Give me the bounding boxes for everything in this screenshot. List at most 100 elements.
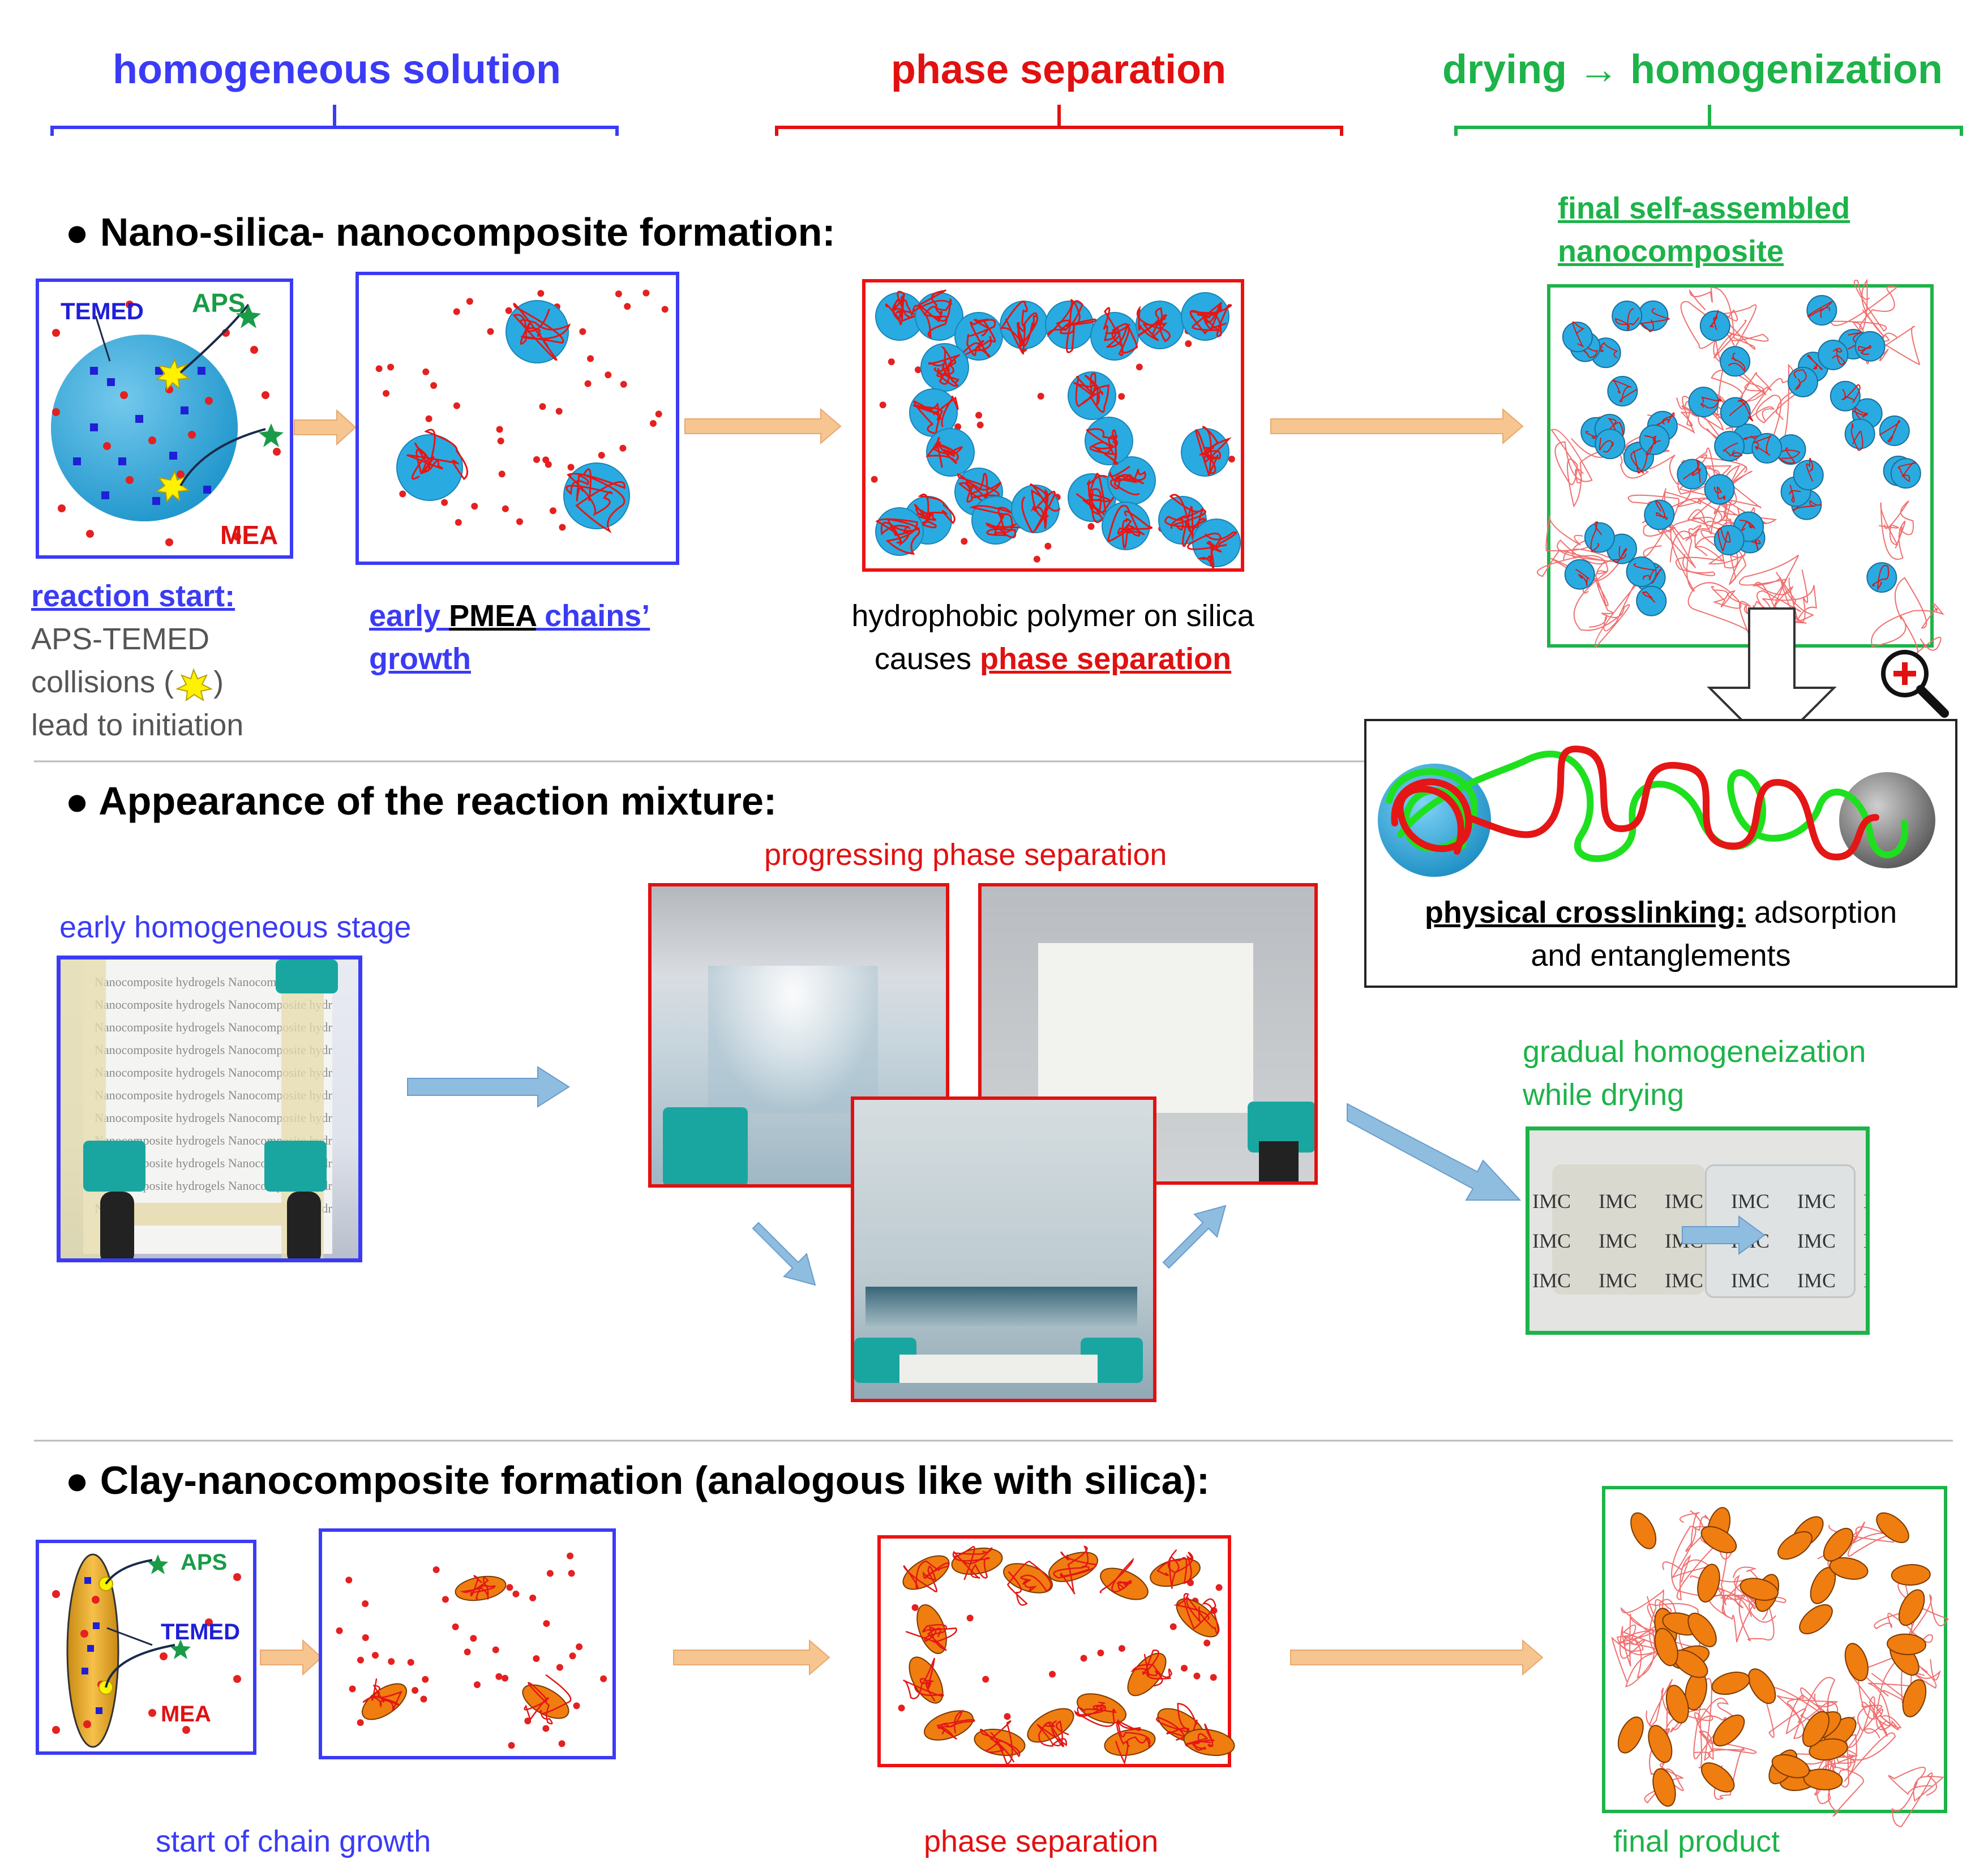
monomer-dot (555, 408, 563, 415)
clay-platelet (1740, 1578, 1779, 1601)
monomer-dot (1228, 455, 1235, 462)
caption-clay-start: start of chain growth (156, 1824, 431, 1858)
monomer-dot (388, 1658, 395, 1665)
monomer-dot (537, 290, 545, 297)
clay-platelet (1711, 1672, 1750, 1695)
clay-platelet-group (1617, 1716, 1644, 1754)
silica-particle (1595, 429, 1626, 460)
monomer-dot (1193, 1672, 1201, 1680)
clay-platelet-group (1823, 1528, 1854, 1562)
polymer-shell (1073, 372, 1109, 413)
clay-platelet (1809, 1738, 1848, 1760)
polymer-shell (1036, 1720, 1069, 1747)
polymer-shell (1897, 462, 1916, 482)
sediment-band (866, 1287, 1137, 1326)
clay-phase-drawing (898, 1545, 1235, 1765)
clay-platelet-group (522, 1674, 572, 1725)
polymer-shell (1793, 369, 1807, 391)
polymer-network (1694, 1712, 1757, 1800)
clay-platelet-group (1003, 1561, 1053, 1606)
polymer-shell (928, 345, 961, 387)
polymer-shell (1074, 1701, 1117, 1727)
polymer-shell (1717, 528, 1731, 552)
polymer-shell (1683, 459, 1701, 483)
clay-platelet (902, 1555, 950, 1590)
silica-particle (1818, 339, 1849, 370)
polymer-shell (1615, 308, 1639, 331)
collision-star-icon (155, 358, 190, 503)
clay-platelet-group (1891, 1564, 1931, 1586)
process-arrow-2 (684, 408, 842, 445)
caption-early-growth: early PMEA chains’ growth (369, 594, 709, 680)
monomer-dot (1185, 340, 1192, 348)
stage-header-homogeneous: homogeneous solution (113, 47, 561, 92)
monomer-dot (487, 328, 494, 335)
clay-platelet-group (1887, 1633, 1926, 1655)
silica-particle (1636, 585, 1667, 616)
base-strip (106, 1203, 287, 1226)
polymer-shell (1723, 442, 1743, 457)
silica-particle (1787, 366, 1818, 397)
clay-platelet (1652, 1768, 1676, 1807)
polymer-shell (1793, 499, 1822, 512)
polymer-shell (1789, 485, 1801, 503)
polymer-shell (1807, 301, 1833, 318)
polymer-shell (1807, 354, 1823, 370)
monomer-dot (362, 1600, 369, 1608)
label-gradual-line1: gradual homogeneization (1523, 1035, 1866, 1069)
clay-platelet (1898, 1589, 1925, 1626)
stage-header-drying: drying → homogenization (1442, 47, 1943, 92)
caption-final-nanocomposite: final self-assembled nanocomposite (1558, 187, 1954, 273)
polymer-network (1888, 1767, 1944, 1827)
monomer-dot (1033, 555, 1040, 563)
clay-platelet-group (1150, 1549, 1201, 1589)
polymer-shell (936, 1710, 975, 1740)
blue-arrow-3 (1162, 1205, 1227, 1269)
polymer-shell (1709, 310, 1719, 331)
polymer-shell (1599, 438, 1614, 453)
clay-start-drawing (52, 1553, 241, 1748)
polymer-shell (1194, 426, 1232, 476)
monomer-dot (976, 421, 984, 429)
silica-start-panel: TEMED APS MEA (36, 279, 293, 559)
caption-phase-line1: hydrophobic polymer on silica (851, 599, 1254, 633)
monomer-dot (516, 518, 523, 525)
clay-platelet (1176, 1598, 1220, 1638)
monomer-dot (471, 503, 478, 510)
polymer-shell (910, 493, 956, 529)
monomer-dot (1080, 1655, 1087, 1662)
clay-platelet-group (455, 1575, 507, 1601)
silica-particle (1866, 562, 1897, 593)
monomer-dot (442, 1596, 449, 1603)
white-gel-sheet (1038, 943, 1253, 1113)
silica-final-drawing (1536, 279, 1945, 657)
polymer-network (1687, 582, 1751, 634)
monomer-dot (345, 1577, 353, 1584)
polymer-shell (1806, 457, 1814, 482)
polymer-shell (524, 1674, 572, 1725)
polymer-shell (1164, 494, 1207, 547)
caption-reaction-start-line1: APS-TEMED (31, 622, 210, 656)
magnifier-plus-icon (1881, 650, 1949, 718)
photo-phase-middle (851, 1096, 1156, 1402)
monomer-dot (533, 456, 541, 463)
monomer-dot (502, 1674, 509, 1682)
monomer-dot (529, 1594, 537, 1601)
polymer-shell (912, 396, 959, 435)
monomer-dot (619, 444, 627, 452)
photo-early-stage: Nanocomposite hydrogels Nanocomposite hy… (57, 956, 362, 1262)
clay-aps-label: APS (181, 1550, 228, 1575)
clay-platelet-group (1104, 1719, 1156, 1765)
clay-growth-panel (319, 1528, 616, 1759)
clay-platelet-group (1074, 1693, 1126, 1727)
silica-particle (1192, 519, 1241, 567)
clay-platelet (1654, 1627, 1678, 1667)
monomer-dot (533, 1655, 540, 1663)
polymer-shell (1109, 466, 1146, 496)
clay-temed-label: TEMED (161, 1620, 240, 1644)
caption-phase-separation: hydrophobic polymer on silica causes pha… (792, 594, 1313, 680)
polymer-shell (512, 303, 571, 361)
monomer-dot (1215, 1584, 1223, 1591)
clay-platelet-group (1700, 1762, 1735, 1793)
initiator-star-icon (236, 305, 284, 447)
